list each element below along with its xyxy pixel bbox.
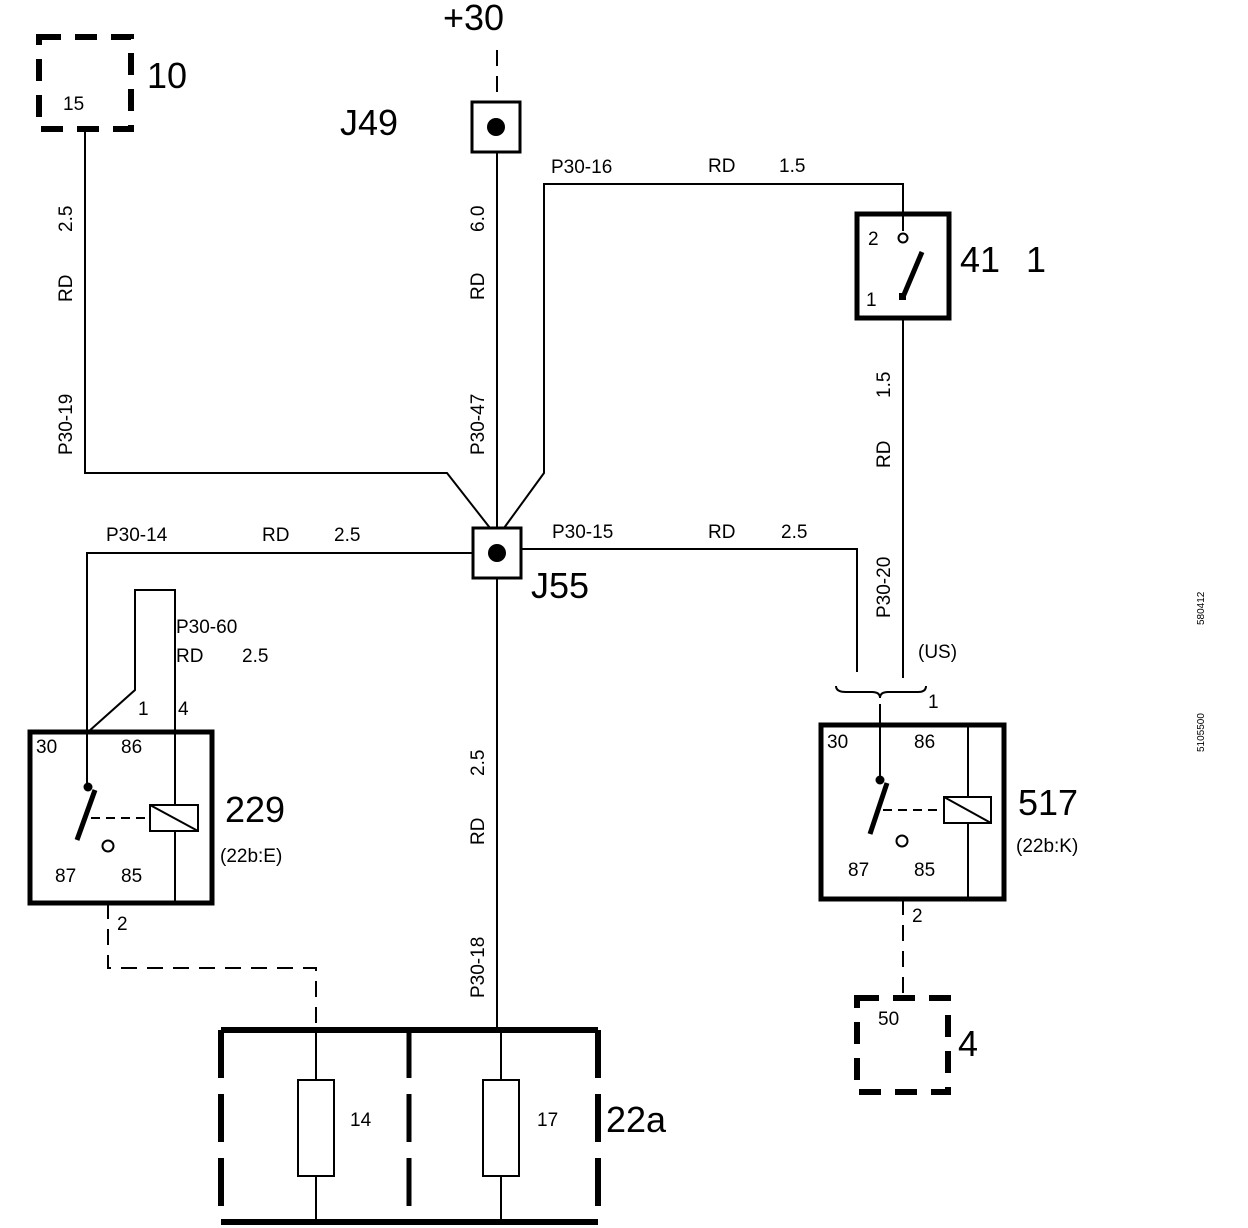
fuse-17 xyxy=(482,1079,520,1177)
component-229-contact-85 xyxy=(101,839,115,853)
component-229-contact-top xyxy=(83,782,93,792)
component-10-box xyxy=(36,34,134,132)
j49-dot xyxy=(487,118,505,136)
p30-20-color: RD xyxy=(874,441,895,468)
p30-19-size: 2.5 xyxy=(56,206,77,232)
wire-p30-60 xyxy=(87,589,176,733)
component-517-relay-arm xyxy=(867,782,890,835)
component-22a-fusebox xyxy=(218,1027,601,1225)
component-229-conn1: 1 xyxy=(138,699,149,720)
component-229-ref: (22b:E) xyxy=(220,846,282,867)
fuse-14 xyxy=(297,1079,335,1177)
component-229-conn4: 4 xyxy=(178,699,189,720)
p30-47-id: P30-47 xyxy=(468,394,489,455)
component-4-label: 4 xyxy=(958,1023,978,1064)
component-10-pin: 15 xyxy=(63,94,84,115)
margin-code-b: 5105500 xyxy=(1196,713,1207,752)
component-229-coil-diag xyxy=(149,804,199,832)
component-229-pin30: 30 xyxy=(36,737,57,758)
j55-dot xyxy=(488,544,506,562)
p30-19-id: P30-19 xyxy=(56,394,77,455)
supply-label: +30 xyxy=(443,0,504,38)
p30-47-color: RD xyxy=(468,273,489,300)
component-10-label: 10 xyxy=(147,55,187,96)
fuse-14-label: 14 xyxy=(350,1110,372,1131)
p30-16-color: RD xyxy=(708,156,735,177)
p30-60-size: 2.5 xyxy=(242,646,268,667)
p30-18-id: P30-18 xyxy=(468,937,489,998)
component-517-pin30: 30 xyxy=(827,732,848,753)
component-41-pin2: 2 xyxy=(868,229,879,250)
p30-47-size: 6.0 xyxy=(468,206,489,232)
component-22a-label: 22a xyxy=(606,1099,667,1140)
wire-p30-19 xyxy=(84,129,491,529)
p30-19-color: RD xyxy=(56,275,77,302)
wire-p30-14 xyxy=(86,552,473,732)
component-4-box xyxy=(854,995,951,1095)
p30-16-size: 1.5 xyxy=(779,156,805,177)
component-41-pin1: 1 xyxy=(866,290,877,311)
p30-20-size: 1.5 xyxy=(874,372,895,398)
component-229-conn2: 2 xyxy=(117,914,128,935)
p30-15-color: RD xyxy=(708,522,735,543)
p30-18-color: RD xyxy=(468,818,489,845)
component-229-pin86: 86 xyxy=(121,737,142,758)
component-229-pin87: 87 xyxy=(55,866,76,887)
component-4-pin: 50 xyxy=(878,1009,899,1030)
component-517-variant: (US) xyxy=(918,642,957,663)
component-517-coil-diag xyxy=(943,796,992,824)
component-517-pin87: 87 xyxy=(848,860,869,881)
p30-60-color: RD xyxy=(176,646,203,667)
p30-15-size: 2.5 xyxy=(781,522,807,543)
wire-p30-15 xyxy=(521,548,858,672)
component-229-box xyxy=(27,729,215,906)
component-41-sub: 1 xyxy=(1026,239,1046,280)
p30-18-size: 2.5 xyxy=(468,750,489,776)
component-517-conn2: 2 xyxy=(912,906,923,927)
component-517-contact-top xyxy=(875,775,885,785)
margin-code-a: 580412 xyxy=(1196,591,1207,625)
p30-60-id: P30-60 xyxy=(176,617,237,638)
component-517-label: 517 xyxy=(1018,782,1078,823)
p30-14-size: 2.5 xyxy=(334,525,360,546)
component-41-contact-top xyxy=(897,232,909,244)
component-517-ref: (22b:K) xyxy=(1016,836,1078,857)
j49-label: J49 xyxy=(340,102,398,143)
fuse-17-label: 17 xyxy=(537,1110,558,1131)
p30-15-id: P30-15 xyxy=(552,522,613,543)
link-229-to-fuse-14 xyxy=(107,903,317,1030)
component-229-relay-arm xyxy=(74,789,98,841)
component-517-pin86: 86 xyxy=(914,732,935,753)
p30-16-id: P30-16 xyxy=(551,157,612,178)
component-229-label: 229 xyxy=(225,789,285,830)
component-229-pin85: 85 xyxy=(121,866,142,887)
p30-20-id: P30-20 xyxy=(874,557,895,618)
component-517-pin85: 85 xyxy=(914,860,935,881)
component-517-box xyxy=(818,722,1007,902)
component-41-switch-arm xyxy=(900,251,925,298)
wire-p30-16 xyxy=(503,183,904,529)
component-41-label: 41 xyxy=(960,239,1000,280)
component-517-conn1: 1 xyxy=(928,692,939,713)
component-517-contact-85 xyxy=(895,834,909,848)
component-517-connector-brace xyxy=(835,685,927,699)
p30-14-id: P30-14 xyxy=(106,525,168,546)
p30-14-color: RD xyxy=(262,525,289,546)
component-41-contact-bottom xyxy=(899,293,906,300)
j55-label: J55 xyxy=(531,565,589,606)
